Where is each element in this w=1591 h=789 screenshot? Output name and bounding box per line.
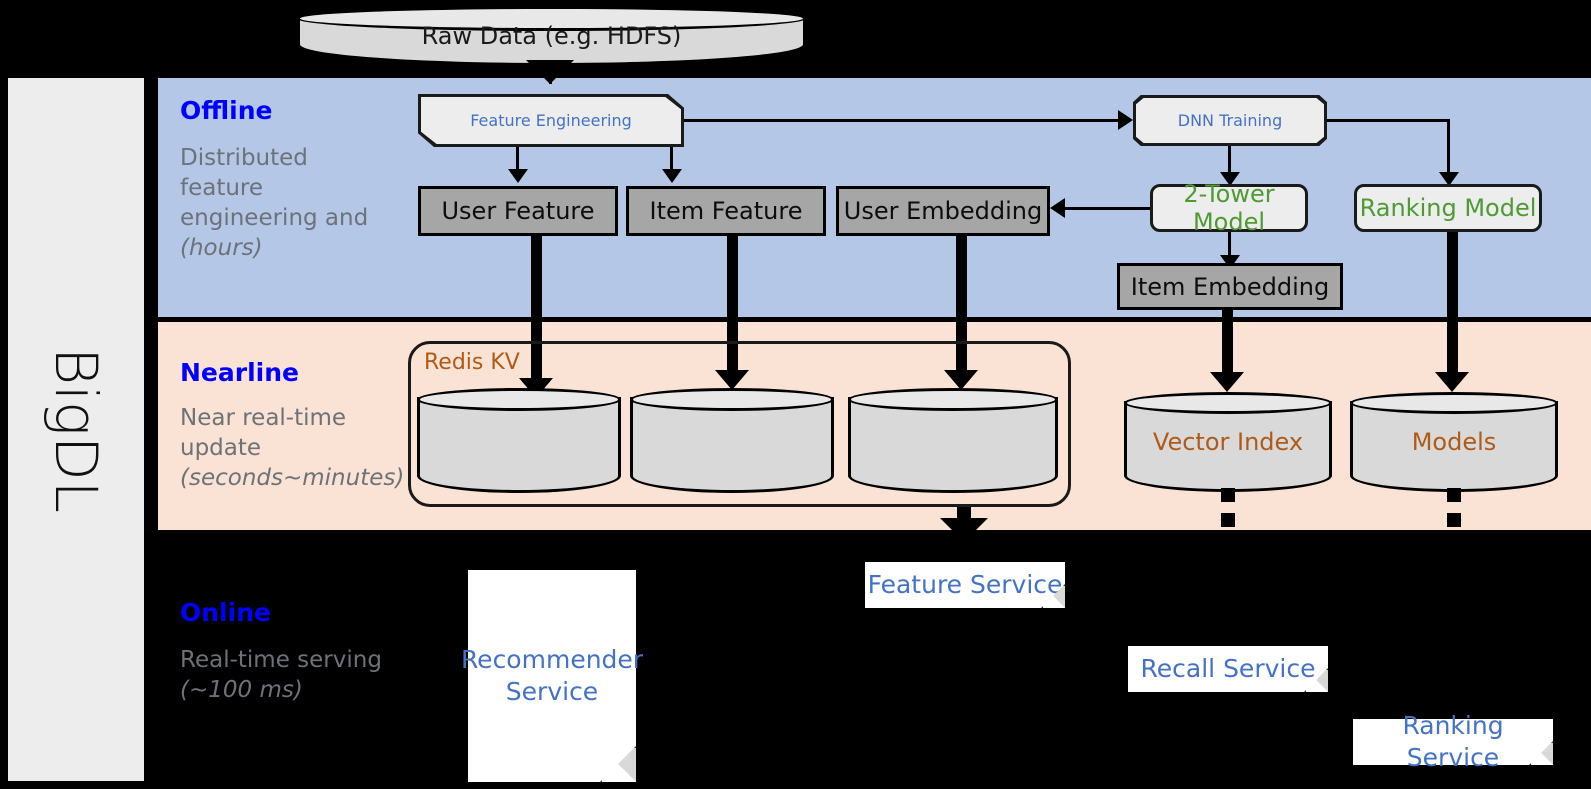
- arrowhead-featureeng-to-userfeature: [508, 169, 528, 183]
- arrowhead-rawdata-to-featureeng: [526, 60, 574, 84]
- redis-cylinder-user-embedding: [848, 388, 1058, 493]
- arrowhead-featureeng-to-dnn: [1118, 110, 1133, 130]
- pipe-rankingmodel-to-models: [1447, 232, 1458, 378]
- nearline-subtitle-text: Near real-time update: [180, 405, 347, 461]
- redis-kv-container: [408, 341, 1071, 507]
- cylinder-body: [417, 397, 621, 493]
- ranking-model-node[interactable]: Ranking Model: [1354, 184, 1542, 232]
- raw-data-label: Raw Data (e.g. HDFS): [421, 22, 682, 50]
- recommender-service-node[interactable]: Recommender Service: [461, 570, 643, 782]
- edge-dnn-to-twotower: [1228, 146, 1231, 174]
- connector-square-models-to-rankingservice: [1447, 488, 1461, 502]
- user-embedding-label: User Embedding: [843, 197, 1043, 225]
- edge-twotower-to-userembedding: [1065, 207, 1150, 210]
- ranking-model-label: Ranking Model: [1359, 194, 1537, 222]
- redis-kv-label: Redis KV: [424, 350, 520, 375]
- page-fold-icon: [600, 746, 636, 782]
- redis-cylinder-user-feature: [417, 388, 621, 493]
- user-embedding-node[interactable]: User Embedding: [836, 186, 1050, 236]
- recall-service-node[interactable]: Recall Service: [1128, 646, 1328, 692]
- cylinder-top: [1350, 392, 1558, 414]
- ranking-service-label: Ranking Service: [1402, 711, 1504, 772]
- recall-service-label: Recall Service: [1140, 654, 1316, 683]
- two-tower-model-node[interactable]: 2-Tower Model: [1150, 180, 1308, 236]
- cylinder-top: [297, 6, 806, 32]
- edge-featureeng-to-dnn: [684, 119, 1120, 122]
- pipe-itemembedding-to-vectorindex: [1222, 310, 1233, 378]
- arrowhead-rankingmodel-to-models: [1435, 372, 1469, 392]
- item-feature-node[interactable]: Item Feature: [626, 186, 826, 236]
- feature-engineering-node[interactable]: Feature Engineering: [418, 94, 684, 147]
- pipe-itemfeature-to-redis2: [727, 236, 738, 376]
- cylinder-body: [1124, 401, 1332, 492]
- feature-service-label: Feature Service: [867, 570, 1063, 599]
- arrowhead-itemfeature-to-redis2: [715, 370, 749, 390]
- cylinder-body: [848, 397, 1058, 493]
- arrowhead-redis-to-featureservice: [940, 518, 988, 542]
- connector-square-redis-to-featureservice: [957, 507, 971, 521]
- connector-square-vectorindex-to-recallservice-2: [1221, 513, 1235, 527]
- bigdl-label: BigDL: [42, 346, 110, 513]
- nearline-subtitle-italic: (seconds~minutes): [180, 465, 405, 491]
- vector-index-cylinder: Vector Index: [1124, 392, 1332, 492]
- user-feature-node[interactable]: User Feature: [418, 186, 618, 236]
- arrowhead-dnn-to-twotower: [1220, 172, 1240, 186]
- arrowhead-twotower-to-userembedding: [1050, 198, 1065, 218]
- cylinder-top: [630, 388, 834, 412]
- vector-index-label: Vector Index: [1152, 428, 1304, 456]
- offline-subtitle-italic: (hours): [180, 235, 263, 261]
- arrowhead-itemembedding-to-vectorindex: [1210, 372, 1244, 392]
- item-embedding-node[interactable]: Item Embedding: [1117, 263, 1343, 310]
- offline-subtitle-text: Distributed feature engineering and: [180, 145, 369, 231]
- redis-cylinder-item-feature: [630, 388, 834, 493]
- online-title: Online: [180, 598, 271, 627]
- edge-twotower-to-itemembedding: [1228, 232, 1231, 259]
- arrowhead-dnn-to-rankingmodel: [1439, 172, 1459, 186]
- cylinder-top: [1124, 392, 1332, 414]
- arrowhead-userembedding-to-redis3: [944, 370, 978, 390]
- pipe-userfeature-to-redis1: [531, 236, 542, 384]
- edge-dnn-to-rankingmodel-v: [1447, 119, 1450, 176]
- item-embedding-label: Item Embedding: [1130, 272, 1330, 301]
- recommender-service-label: Recommender Service: [460, 645, 644, 706]
- cylinder-top: [848, 388, 1058, 412]
- edge-featureeng-to-userfeature: [516, 147, 519, 171]
- pipe-userembedding-to-redis3: [956, 236, 967, 376]
- two-tower-model-label: 2-Tower Model: [1183, 180, 1275, 236]
- connector-square-models-to-rankingservice-2: [1447, 513, 1461, 527]
- online-subtitle: Real-time serving (~100 ms): [180, 645, 410, 705]
- feature-engineering-label: Feature Engineering: [470, 111, 632, 130]
- models-cylinder: Models: [1350, 392, 1558, 492]
- item-feature-label: Item Feature: [649, 197, 803, 225]
- connector-square-vectorindex-to-recallservice: [1221, 488, 1235, 502]
- edge-featureeng-to-itemfeature: [670, 147, 673, 171]
- online-subtitle-italic: (~100 ms): [180, 677, 303, 703]
- bigdl-framework-rail: BigDL: [8, 78, 144, 781]
- edge-dnn-to-rankingmodel-h: [1327, 119, 1450, 122]
- nearline-subtitle: Near real-time update (seconds~minutes): [180, 403, 415, 493]
- nearline-title: Nearline: [180, 358, 299, 387]
- dnn-training-label: DNN Training: [1177, 111, 1283, 130]
- online-subtitle-text: Real-time serving: [180, 647, 382, 673]
- cylinder-body: [630, 397, 834, 493]
- arrowhead-featureeng-to-itemfeature: [662, 169, 682, 183]
- feature-service-node[interactable]: Feature Service: [865, 562, 1065, 608]
- cylinder-top: [417, 388, 621, 412]
- ranking-service-node[interactable]: Ranking Service: [1353, 711, 1553, 772]
- offline-subtitle: Distributed feature engineering and (hou…: [180, 143, 390, 263]
- offline-title: Offline: [180, 96, 273, 125]
- dnn-training-node[interactable]: DNN Training: [1133, 95, 1327, 146]
- models-label: Models: [1411, 428, 1497, 456]
- user-feature-label: User Feature: [441, 197, 595, 225]
- raw-data-cylinder: Raw Data (e.g. HDFS): [297, 6, 806, 66]
